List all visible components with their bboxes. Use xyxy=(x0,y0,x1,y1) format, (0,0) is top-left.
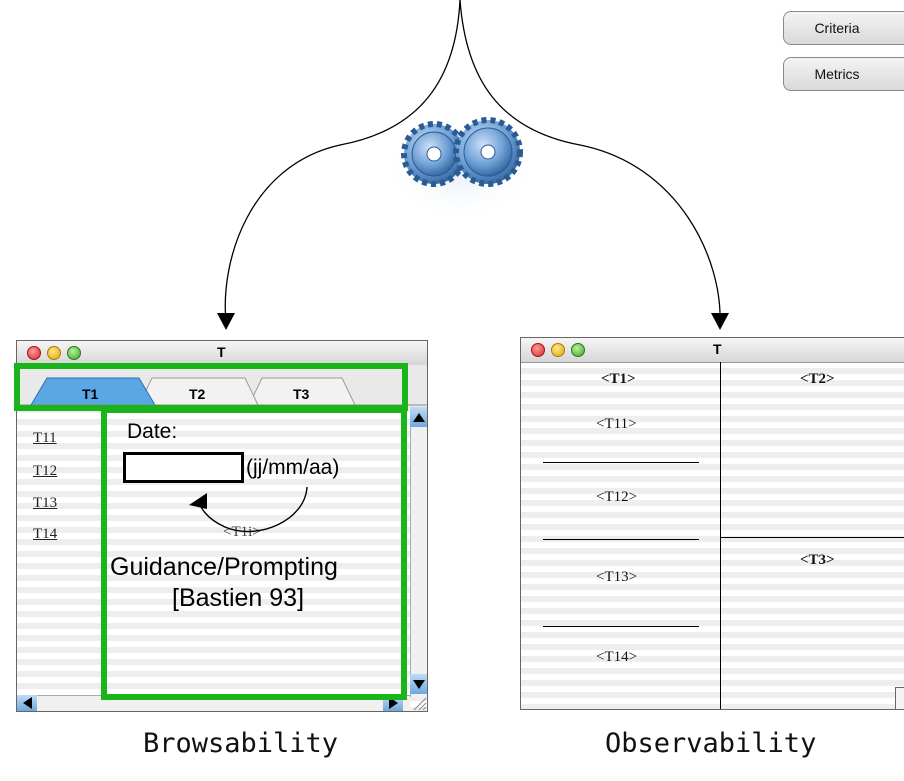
date-format-hint: (jj/mm/aa) xyxy=(246,456,340,479)
minimize-icon-right[interactable] xyxy=(551,343,565,357)
date-label: Date: xyxy=(127,420,178,443)
cell-t13: <T13> xyxy=(596,569,638,585)
resize-grip-icon[interactable] xyxy=(411,696,427,711)
scrollbar-stub[interactable] xyxy=(895,687,904,709)
tab-t2[interactable]: T2 xyxy=(189,386,206,402)
caption-observability: Observability xyxy=(605,728,817,759)
column-header-t2: <T2> xyxy=(800,371,835,387)
tab-t1[interactable]: T1 xyxy=(82,386,99,402)
column-header-t1: <T1> xyxy=(601,371,636,387)
scroll-left-arrow-icon[interactable] xyxy=(17,695,37,711)
scroll-down-arrow-icon[interactable] xyxy=(410,674,427,694)
minimize-icon[interactable] xyxy=(47,346,61,360)
scroll-up-arrow-icon[interactable] xyxy=(410,407,427,427)
cell-t14: <T14> xyxy=(596,649,638,665)
metrics-button-label: Metrics xyxy=(814,66,860,82)
right-column-divider xyxy=(721,537,904,538)
link-t11[interactable]: T11 xyxy=(33,430,57,446)
cell-t11: <T11> xyxy=(596,416,637,432)
gears-icon xyxy=(383,112,539,222)
row-separator xyxy=(543,626,699,627)
content-highlight-box xyxy=(101,407,407,700)
caption-browsability: Browsability xyxy=(143,728,339,759)
window-titlebar-right: T xyxy=(521,338,904,363)
tab-t3[interactable]: T3 xyxy=(293,386,310,402)
criteria-button[interactable]: Criteria xyxy=(783,11,904,45)
link-t12[interactable]: T12 xyxy=(33,463,58,479)
close-icon-right[interactable] xyxy=(531,343,545,357)
curved-arrow-icon xyxy=(189,486,308,533)
vertical-scrollbar[interactable] xyxy=(410,407,427,697)
hint-tag: <T1i> xyxy=(223,524,261,540)
zoom-icon-right[interactable] xyxy=(571,343,585,357)
row-separator xyxy=(543,539,699,540)
column-divider xyxy=(720,362,721,709)
cell-t12: <T12> xyxy=(596,489,638,505)
guidance-annotation: Guidance/Prompting xyxy=(110,553,338,581)
browsability-window: T T1 T2 T3 T11 T12 T13 T14 Date: (jj/mm/… xyxy=(16,340,428,712)
zoom-icon[interactable] xyxy=(67,346,81,360)
window-title: T xyxy=(217,344,226,360)
criteria-button-label: Criteria xyxy=(814,20,860,36)
link-t13[interactable]: T13 xyxy=(33,495,58,511)
link-t14[interactable]: T14 xyxy=(33,526,58,542)
date-input[interactable] xyxy=(123,452,244,483)
reference-annotation: [Bastien 93] xyxy=(172,584,305,612)
observability-window: T <T1> <T2> <T3> <T11> <T12> <T13> <T14> xyxy=(520,337,904,710)
close-icon[interactable] xyxy=(27,346,41,360)
tabs-highlight-box xyxy=(14,363,408,411)
cell-t3: <T3> xyxy=(800,552,835,568)
row-separator xyxy=(543,462,699,463)
window-title-right: T xyxy=(713,341,722,357)
metrics-button[interactable]: Metrics xyxy=(783,57,904,91)
